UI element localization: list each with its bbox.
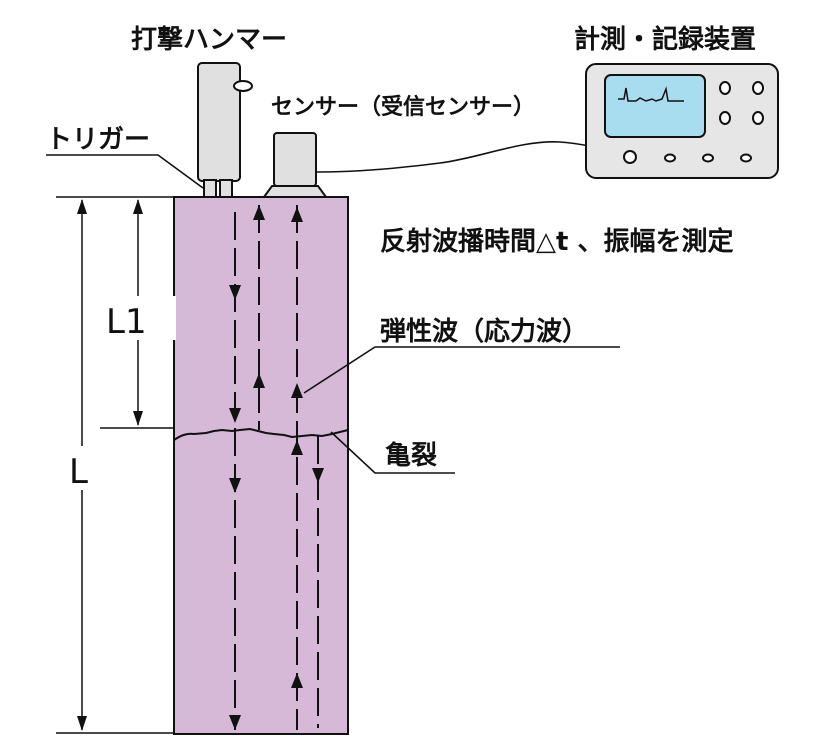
elastic-wave-label: 弾性波（応力波） [380,316,588,347]
trigger-leader [46,154,204,189]
hammer-label: 打撃ハンマー [131,25,287,55]
recorder-knob-3 [719,111,731,125]
recorder-knob-4 [752,111,764,125]
recorder-knob-2 [752,81,764,95]
wave-arrow-down-1b [229,408,241,423]
recorder-button-1 [664,153,676,163]
sensor-label: センサー（受信センサー） [271,94,535,120]
sensor-base [262,185,328,198]
recorder-input-jack [623,150,637,164]
elastic-wave-leader [303,346,620,394]
sensor-icon [262,132,328,198]
measurement-label: 反射波播時間△t 、振幅を測定 [380,226,733,257]
pile [173,196,349,735]
hammer-tip-right [219,179,233,198]
recorder-screen [604,74,706,138]
hammer-tip-left [203,179,217,198]
wave-arrow-up-3c [291,440,303,455]
wave-arrow-up-3d [291,673,303,688]
dim-l-arrow-bottom [77,716,87,731]
wave-arrow-down-1d [229,715,241,730]
hammer-body [197,62,241,182]
dim-l1-arrow-bottom [133,411,143,426]
crack-line [173,427,349,441]
dim-l-arrow-top [77,199,87,214]
trigger-label: トリガー [46,125,150,155]
dim-l1-arrow-top [133,199,143,214]
wave-arrow-up-3a [291,207,303,222]
wave-arrow-up-2a [253,205,265,220]
wave-arrow-down-1c [229,478,241,493]
dim-l-label: L [69,452,88,492]
wave-paths [229,205,324,730]
recorder-knob-1 [719,81,731,95]
hammer-knob [233,80,253,92]
crack-label: 亀裂 [385,440,437,471]
wave-arrow-up-3b [291,383,303,398]
sensor-cable [315,141,629,173]
dim-l1-label: L1 [106,302,147,342]
recorder-label: 計測・記録装置 [574,24,756,55]
oscilloscope-icon [585,63,779,179]
hammer-icon [197,62,253,198]
recorder-waveform [618,86,684,102]
recorder-button-2 [702,153,714,163]
wave-arrow-down-1a [229,285,241,300]
crack-leader [330,431,455,474]
recorder-button-3 [740,153,752,163]
pile-body [173,196,349,735]
wave-arrow-down-4a [312,468,324,483]
wave-arrow-up-2b [253,373,265,388]
sensor-body [273,132,317,187]
leader-lines [46,154,620,474]
